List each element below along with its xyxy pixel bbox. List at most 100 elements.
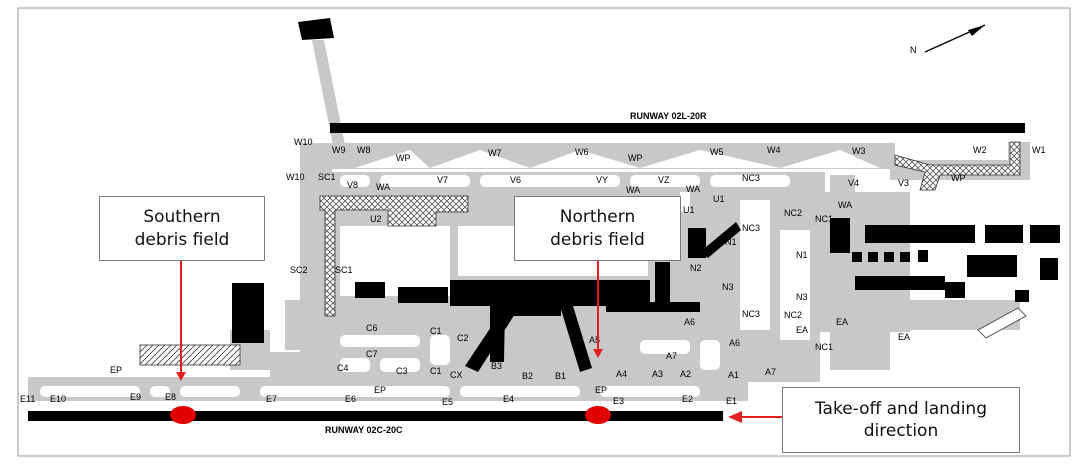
label-wp2: WP: [628, 153, 643, 163]
label-e2: E2: [682, 394, 693, 404]
construction-area-north: [894, 141, 1021, 191]
label-u1b: U1: [683, 205, 695, 215]
label-nc1a: NC1: [815, 214, 833, 224]
label-wp3: WP: [951, 173, 966, 183]
label-c6: C6: [366, 323, 378, 333]
label-w3: W3: [852, 146, 866, 156]
hatched-area-south: [139, 344, 241, 366]
label-v4: V4: [848, 178, 859, 188]
label-a2: A2: [680, 369, 691, 379]
label-c2: C2: [457, 333, 469, 343]
label-e1: E1: [726, 396, 737, 406]
label-b2: B2: [522, 371, 533, 381]
label-c4: C4: [337, 363, 349, 373]
runway-south-label: RUNWAY 02C-20C: [325, 425, 403, 435]
label-e7: E7: [266, 394, 277, 404]
label-w1: W1: [1032, 145, 1046, 155]
label-c7: C7: [366, 349, 378, 359]
northern-debris-text: Northern debris field: [550, 207, 645, 250]
runway-north-label: RUNWAY 02L-20R: [630, 111, 707, 121]
label-ea1: EA: [796, 325, 808, 335]
label-e5: E5: [442, 397, 453, 407]
label-w6: W6: [575, 147, 589, 157]
label-a3: A3: [652, 369, 663, 379]
label-v7: V7: [437, 175, 448, 185]
label-wa2: WA: [626, 185, 640, 195]
label-n3a: N3: [722, 282, 734, 292]
control-building: [298, 18, 334, 40]
outline-building: [977, 307, 1027, 339]
debris-markers: [170, 261, 611, 424]
label-ep2: EP: [374, 385, 386, 395]
label-nc1b: NC1: [815, 342, 833, 352]
label-a4: A4: [616, 369, 627, 379]
southern-debris-text: Southern debris field: [134, 207, 230, 250]
access-road: [312, 40, 346, 150]
label-c1a: C1: [430, 326, 442, 336]
label-e9: E9: [130, 392, 141, 402]
buildings: [232, 18, 1060, 372]
northern-debris-callout: Northern debris field: [514, 196, 681, 261]
grass-areas: [40, 150, 880, 397]
label-vz: VZ: [658, 175, 670, 185]
label-w5: W5: [710, 147, 724, 157]
label-ea2: EA: [836, 317, 848, 327]
label-a6b: A6: [729, 338, 740, 348]
direction-arrow: [728, 411, 782, 423]
southern-debris-marker: [170, 406, 196, 424]
label-sc1a: SC1: [318, 172, 336, 182]
label-nc3b: NC3: [742, 223, 760, 233]
label-cx: CX: [450, 370, 463, 380]
label-ep3: EP: [595, 385, 607, 395]
label-a7a: A7: [666, 351, 677, 361]
label-nc3c: NC3: [742, 309, 760, 319]
label-nc3a: NC3: [742, 173, 760, 183]
label-b1: B1: [555, 371, 566, 381]
label-a5: A5: [589, 335, 600, 345]
label-b3: B3: [491, 361, 502, 371]
label-a6a: A6: [684, 317, 695, 327]
label-w7: W7: [488, 148, 502, 158]
taxiway-labels: W10 W10 W9 W8 WP W7 W6 WP W5 W4 W3 W2 W1…: [20, 137, 1046, 407]
label-a1: A1: [728, 370, 739, 380]
label-nc2b: NC2: [784, 310, 802, 320]
label-c3: C3: [396, 366, 408, 376]
direction-callout: Take-off and landing direction: [782, 387, 1020, 453]
label-n3b: N3: [796, 292, 808, 302]
label-e3: E3: [613, 396, 624, 406]
map-frame: [17, 7, 1071, 457]
label-a7b: A7: [765, 367, 776, 377]
label-v6: V6: [510, 175, 521, 185]
label-wp1: WP: [396, 153, 411, 163]
label-e8: E8: [165, 392, 176, 402]
label-sc2: SC2: [290, 265, 308, 275]
label-vy: VY: [596, 175, 608, 185]
runway-02c-20c: [28, 411, 723, 421]
label-wa1: WA: [376, 182, 390, 192]
label-w10a: W10: [294, 137, 313, 147]
northern-debris-marker: [585, 406, 611, 424]
north-arrow: N: [910, 24, 986, 55]
label-wa4: WA: [838, 200, 852, 210]
label-sc1b: SC1: [335, 265, 353, 275]
label-n1b: N1: [796, 250, 808, 260]
northern-pointer-head: [593, 349, 603, 358]
label-v8: V8: [347, 180, 358, 190]
direction-text: Take-off and landing direction: [814, 398, 988, 441]
label-w2: W2: [973, 145, 987, 155]
label-w9: W9: [332, 145, 346, 155]
label-nc2a: NC2: [784, 208, 802, 218]
label-c1b: C1: [430, 366, 442, 376]
runway-02l-20r: [330, 123, 1025, 133]
label-e6: E6: [345, 394, 356, 404]
label-u1a: U1: [713, 194, 725, 204]
label-ep1: EP: [110, 365, 122, 375]
label-u2: U2: [370, 214, 382, 224]
north-arrow-label: N: [910, 45, 917, 55]
label-ea3: EA: [898, 332, 910, 342]
label-w4: W4: [767, 145, 781, 155]
label-n2: N2: [690, 263, 702, 273]
label-wa3: WA: [686, 184, 700, 194]
southern-debris-callout: Southern debris field: [99, 196, 265, 261]
